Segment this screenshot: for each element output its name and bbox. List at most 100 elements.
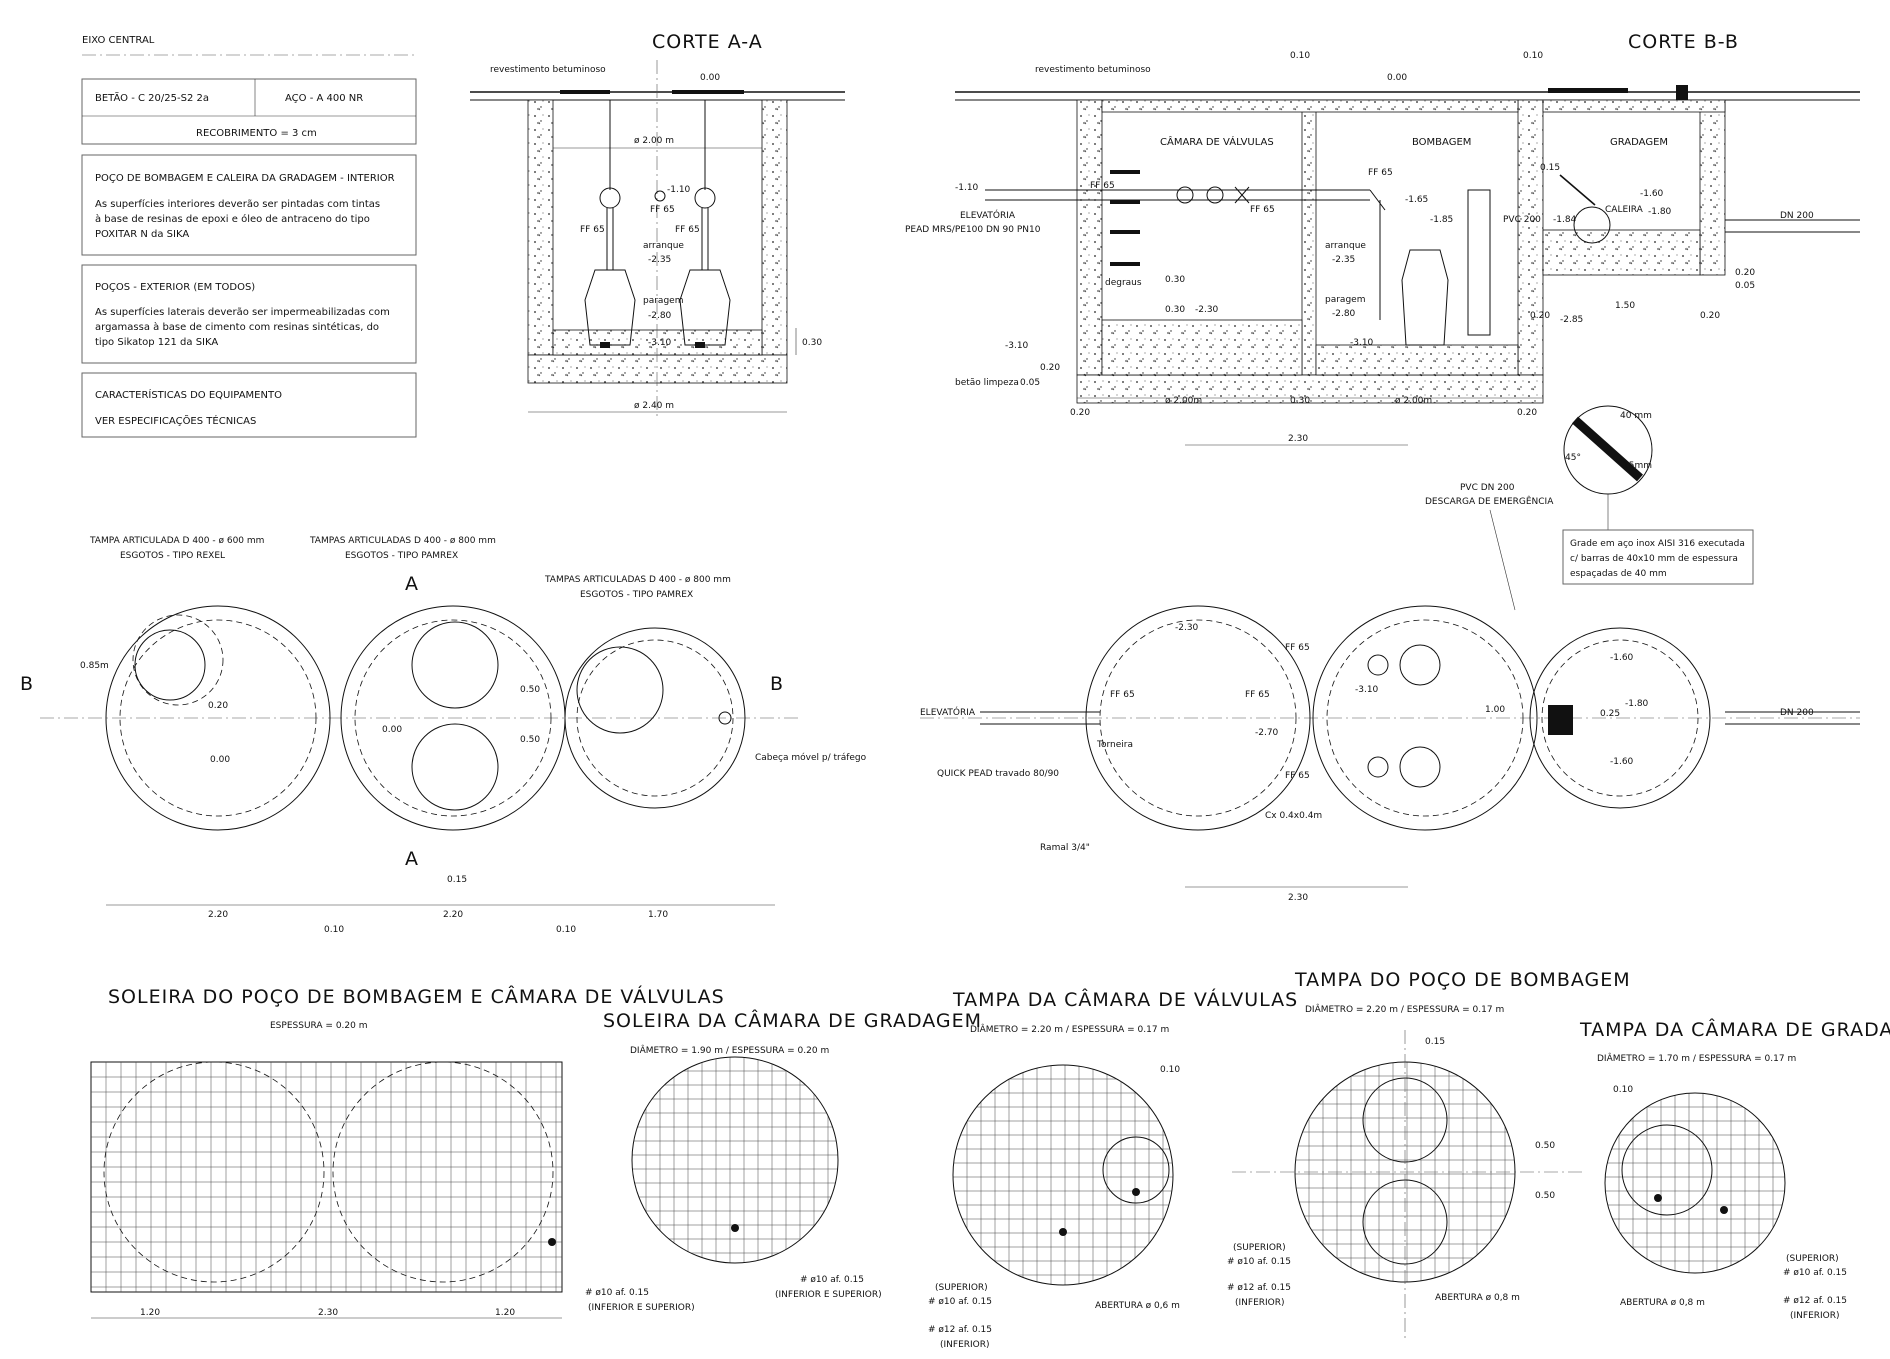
tpb-r10: # ø10 af. 0.15 <box>1227 1257 1291 1267</box>
bb-arranque: -2.35 <box>1332 255 1355 265</box>
bb-level-285: -2.85 <box>1560 315 1583 325</box>
tcg-sup: (SUPERIOR) <box>1786 1254 1839 1264</box>
cut-b-left: B <box>20 673 34 695</box>
bb-d005-b: 0.05 <box>1020 378 1040 388</box>
note-3-line-1: VER ESPECIFICAÇÕES TÉCNICAS <box>95 414 256 427</box>
bb-elevatoria: ELEVATÓRIA <box>960 209 1016 221</box>
ps-ff65-b: FF 65 <box>1110 690 1135 700</box>
corte-aa-inner-dia: ø 2.00 m <box>634 136 674 146</box>
detail-45: 45° <box>1565 453 1581 463</box>
slab1-dim-1: 1.20 <box>140 1308 160 1318</box>
bb-elevatoria-spec: PEAD MRS/PE100 DN 90 PN10 <box>905 225 1041 235</box>
ps-l310: -3.10 <box>1355 685 1379 695</box>
bb-d150: 1.50 <box>1615 301 1635 311</box>
bb-level-310: -3.10 <box>1350 338 1374 348</box>
cover-screen-chamber: TAMPA DA CÂMARA DE GRADAGEM DIÂMETRO = 1… <box>1579 1018 1890 1321</box>
corte-aa-dim-030: 0.30 <box>802 338 822 348</box>
notes-block: EIXO CENTRAL BETÃO - C 20/25-S2 2a AÇO -… <box>81 35 417 438</box>
bb-d020-b: 0.20 <box>1530 311 1550 321</box>
bb-d020-e: 0.20 <box>1070 408 1090 418</box>
slab1-sub: ESPESSURA = 0.20 m <box>270 1021 368 1031</box>
tcg-rebar-grid <box>1605 1093 1785 1273</box>
tcg-d010: 0.10 <box>1613 1085 1633 1095</box>
ps-torneira: Torneira <box>1096 740 1133 750</box>
slab1-dim-2: 2.30 <box>318 1308 338 1318</box>
plan-d050-a: 0.50 <box>520 685 540 695</box>
tcv-r10: # ø10 af. 0.15 <box>928 1297 992 1307</box>
cover-valve-chamber: TAMPA DA CÂMARA DE VÁLVULAS DIÂMETRO = 2… <box>928 988 1297 1350</box>
corte-aa-bottom: -3.10 <box>648 338 672 348</box>
ps-ff65-a: FF 65 <box>1285 643 1310 653</box>
tpb-abertura: ABERTURA ø 0,8 m <box>1435 1293 1520 1303</box>
note-box-3 <box>81 372 417 438</box>
ps-l180: -1.80 <box>1625 699 1649 709</box>
slab-pump-valve: SOLEIRA DO POÇO DE BOMBAGEM E CÂMARA DE … <box>90 985 724 1319</box>
bb-level-165: -1.65 <box>1405 195 1428 205</box>
ps-ff65-c: FF 65 <box>1245 690 1270 700</box>
bb-betao-limpeza: betão limpeza <box>955 378 1019 388</box>
spec-box <box>81 78 417 145</box>
tpb-d050-a: 0.50 <box>1535 1141 1555 1151</box>
corte-bb-dim-010-a: 0.10 <box>1290 51 1310 61</box>
pump-right <box>679 100 731 348</box>
cut-b-right: B <box>770 673 784 695</box>
tampa2-line2: ESGOTOS - TIPO PAMREX <box>345 551 458 561</box>
corte-bb-dim-010-b: 0.10 <box>1523 51 1543 61</box>
tpb-title: TAMPA DO POÇO DE BOMBAGEM <box>1294 969 1631 991</box>
detail-15: 15mm <box>1623 461 1652 471</box>
descarga-1: PVC DN 200 <box>1460 483 1515 493</box>
bb-paragem: -2.80 <box>1332 309 1356 319</box>
bb-d015: 0.15 <box>1540 163 1560 173</box>
bb-degraus: degraus <box>1105 278 1142 288</box>
bb-ff65-a: FF 65 <box>1090 181 1115 191</box>
bb-d030-b: 0.30 <box>1165 305 1185 315</box>
note-box-2 <box>81 264 417 364</box>
slab-gradagem: SOLEIRA DA CÂMARA DE GRADAGEM DIÂMETRO =… <box>603 1009 981 1300</box>
bb-d020-d: 0.20 <box>1040 363 1060 373</box>
tampa3-line2: ESGOTOS - TIPO PAMREX <box>580 590 693 600</box>
ps-ff65-d: FF 65 <box>1285 771 1310 781</box>
cut-a-top: A <box>405 573 419 595</box>
plan-r085: 0.85m <box>80 661 109 671</box>
grade-note-1: Grade em aço inox AISI 316 executada <box>1570 539 1745 549</box>
plan-dim-1: 2.20 <box>208 910 228 920</box>
room-bombagem: BOMBAGEM <box>1412 137 1471 148</box>
tpb-d050-b: 0.50 <box>1535 1191 1555 1201</box>
plan-circle-3 <box>564 627 746 809</box>
note-2-line-2: argamassa à base de cimento com resinas … <box>95 321 379 333</box>
bb-level-180: -1.80 <box>1648 207 1672 217</box>
tcv-abertura: ABERTURA ø 0,6 m <box>1095 1301 1180 1311</box>
bb-dn200: DN 200 <box>1780 211 1814 221</box>
plan-pb-circle <box>1312 605 1538 831</box>
plan-cabeca: Cabeça móvel p/ tráfego <box>755 752 867 763</box>
note-1-line-1: As superfícies interiores deverão ser pi… <box>95 198 380 210</box>
ps-cx: Cx 0.4x0.4m <box>1265 811 1322 821</box>
slab1-dim-3: 1.20 <box>495 1308 515 1318</box>
tpb-d015: 0.15 <box>1425 1037 1445 1047</box>
note-2-line-3: tipo Sikatop 121 da SIKA <box>95 337 218 348</box>
pump-left <box>584 100 636 348</box>
ps-quick: QUICK PEAD travado 80/90 <box>937 769 1059 779</box>
slab1-rebar2: (INFERIOR E SUPERIOR) <box>588 1303 695 1313</box>
note-1-line-3: POXITAR N da SIKA <box>95 229 189 240</box>
corte-aa-surface: revestimento betuminoso <box>490 65 606 75</box>
bb-d030-c: 0.30 <box>1290 396 1310 406</box>
note-1-title: POÇO DE BOMBAGEM E CALEIRA DA GRADAGEM -… <box>95 173 395 184</box>
tcg-r10: # ø10 af. 0.15 <box>1783 1268 1847 1278</box>
tcv-rebar-grid <box>953 1065 1173 1285</box>
ps-dn200: DN 200 <box>1780 708 1814 718</box>
cut-a-bottom: A <box>405 848 419 870</box>
tcv-sub: DIÂMETRO = 2.20 m / ESPESSURA = 0.17 m <box>970 1023 1169 1035</box>
corte-aa-pipe-label: FF 65 <box>650 205 675 215</box>
plan-d015: 0.15 <box>447 875 467 885</box>
bb-caleira: CALEIRA <box>1605 205 1644 215</box>
plan-d050-b: 0.50 <box>520 735 540 745</box>
note-2-title: POÇOS - EXTERIOR (EM TODOS) <box>95 282 255 293</box>
corte-aa-pipe-level: -1.10 <box>667 185 691 195</box>
plan-dim-2: 0.10 <box>324 925 344 935</box>
tcg-title: TAMPA DA CÂMARA DE GRADAGEM <box>1579 1018 1890 1041</box>
tampa1-line2: ESGOTOS - TIPO REXEL <box>120 551 225 561</box>
slab1-rebar-grid <box>90 1061 563 1293</box>
bb-ff65-b: FF 65 <box>1250 205 1275 215</box>
